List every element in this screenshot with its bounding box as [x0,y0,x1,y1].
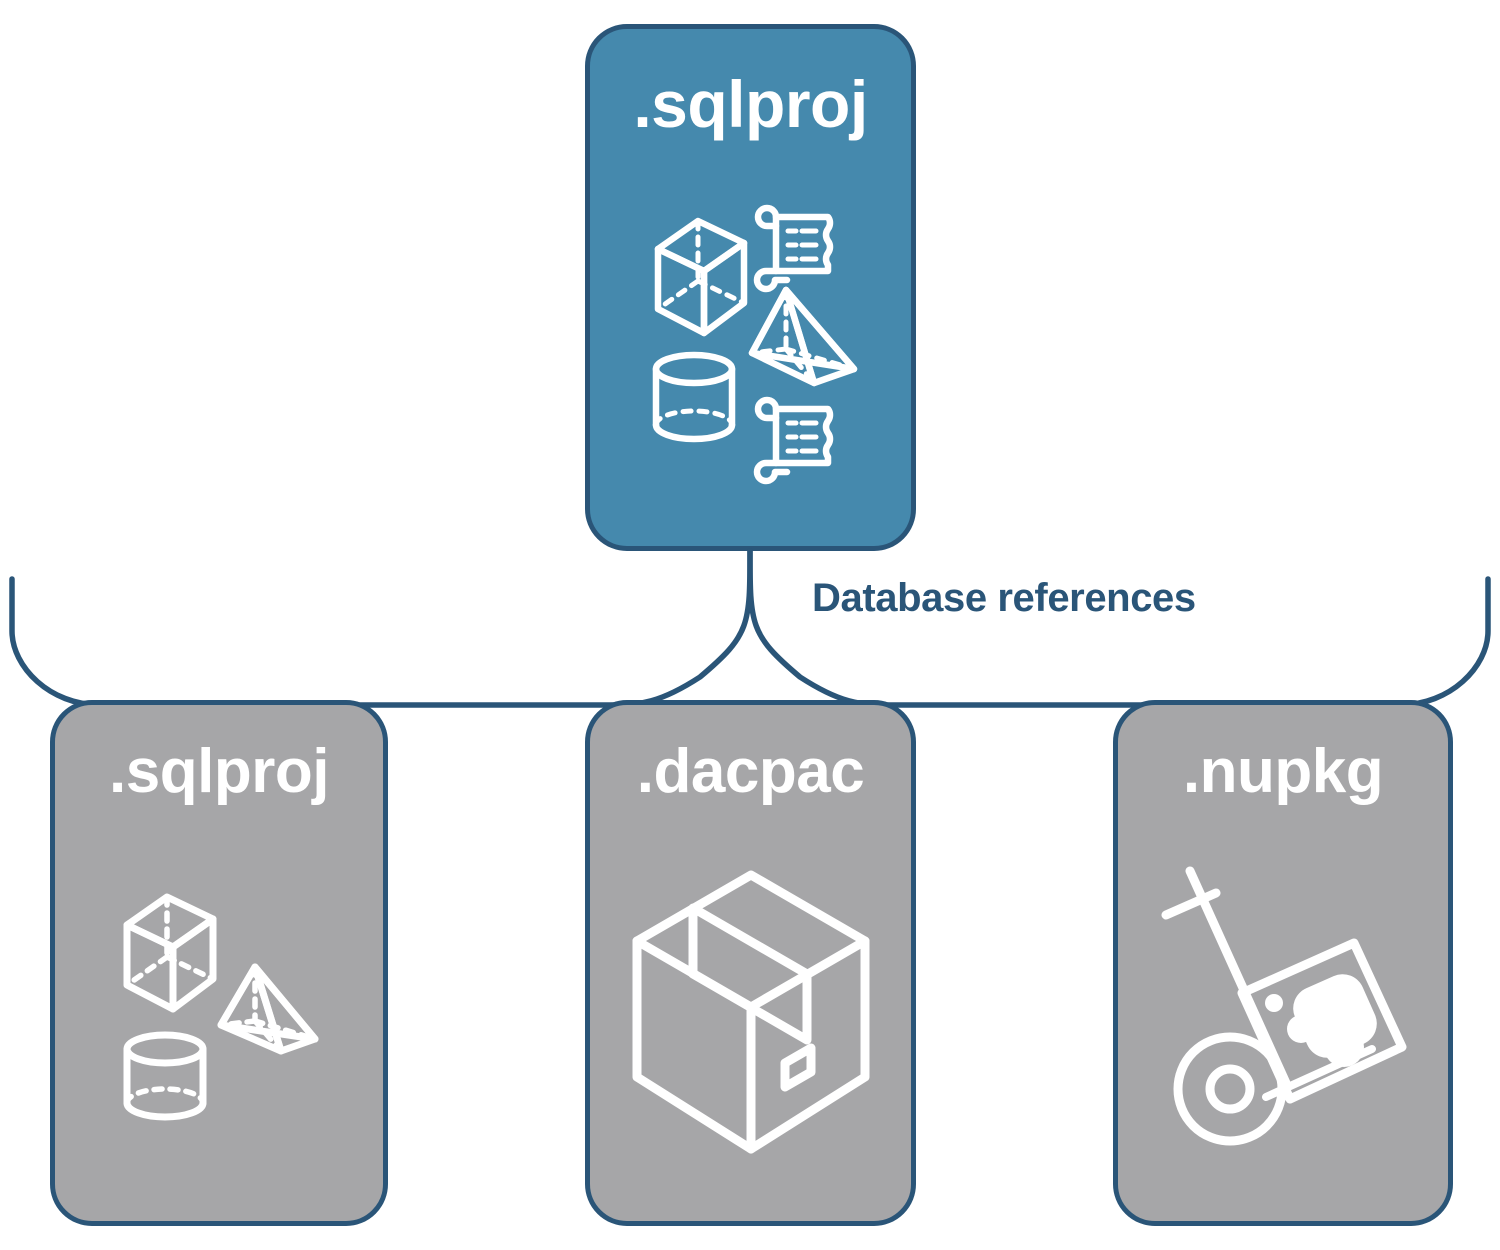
reference-node-sqlproj[interactable]: .sqlproj [50,700,388,1226]
scroll-icon [753,204,833,292]
reference-node-icon-group [590,803,911,1221]
nuget-package-icon [1237,938,1407,1104]
bracket-right-arm [747,548,1491,708]
reference-node-dacpac[interactable]: .dacpac [585,700,916,1226]
pyramid-wireframe-icon [748,286,857,386]
bracket-left-arm [9,548,753,708]
root-node-icon-group [590,137,911,546]
reference-node-label: .dacpac [636,737,865,806]
database-references-bracket [9,548,1491,708]
cylinder-wireframe-icon [123,1031,207,1121]
database-objects-icon-set [123,893,319,1121]
connector-label: Database references [812,576,1196,620]
hand-truck-package-icon [1161,866,1407,1146]
cylinder-wireframe-icon [652,351,735,442]
scroll-icon [753,396,833,484]
reference-node-label: .nupkg [1182,737,1384,806]
cube-wireframe-icon [654,217,747,336]
reference-node-nupkg[interactable]: .nupkg [1113,700,1453,1226]
reference-node-label: .sqlproj [109,737,329,806]
pyramid-wireframe-icon [217,963,319,1055]
reference-node-icon-group [55,803,383,1221]
database-objects-icon-set [652,204,857,484]
root-node-label: .sqlproj [633,67,868,141]
package-box-icon [632,870,869,1154]
cube-wireframe-icon [123,893,217,1013]
root-node-sqlproj[interactable]: .sqlproj [585,24,916,551]
reference-node-icon-group [1118,803,1448,1221]
